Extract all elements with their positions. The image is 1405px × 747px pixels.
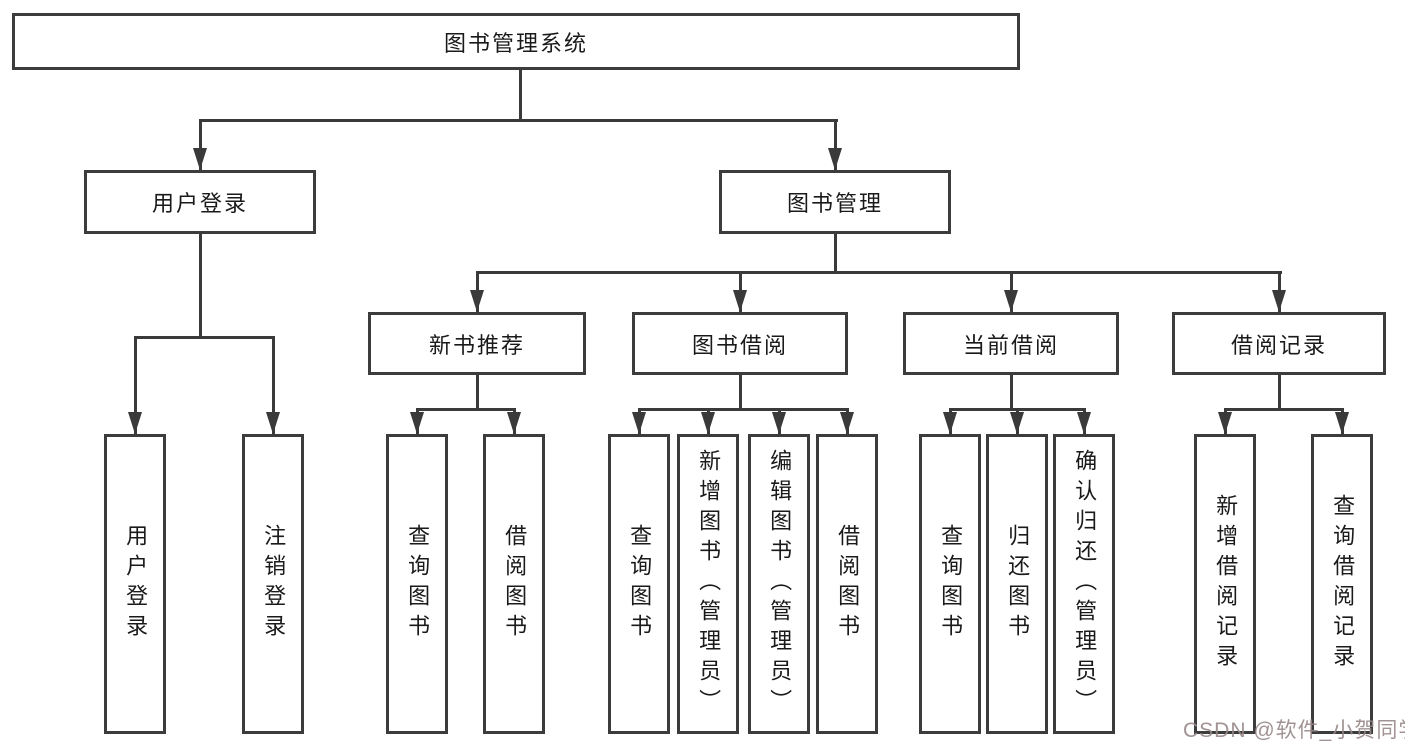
arrowhead-icon: [1218, 412, 1232, 434]
arrowhead-icon: [1010, 412, 1024, 434]
arrowhead-icon: [840, 412, 854, 434]
leaf-user-login-label: 用户登录: [123, 524, 149, 644]
leaf-query-books-recommend: 查询图书: [386, 434, 448, 734]
connector-line: [416, 408, 516, 411]
connector-line: [834, 234, 837, 274]
arrowhead-icon: [1335, 412, 1349, 434]
node-borrowing-records-label: 借阅记录: [1230, 332, 1327, 358]
arrowhead-icon: [733, 290, 747, 312]
arrowhead-icon: [193, 148, 207, 170]
node-root: 图书管理系统: [12, 13, 1020, 70]
node-book-borrowing-label: 图书借阅: [691, 332, 788, 358]
arrowhead-icon: [632, 412, 646, 434]
node-root-label: 图书管理系统: [443, 30, 588, 56]
leaf-logout-label: 注销登录: [261, 524, 287, 644]
connector-line: [739, 375, 742, 411]
connector-line: [199, 119, 838, 122]
arrowhead-icon: [828, 148, 842, 170]
arrowhead-icon: [507, 412, 521, 434]
leaf-logout: 注销登录: [242, 434, 304, 734]
arrowhead-icon: [470, 290, 484, 312]
connector-line: [476, 271, 1282, 274]
connector-line: [134, 336, 275, 339]
leaf-query-borrow-record-label: 查询借阅记录: [1330, 494, 1356, 674]
connector-line: [134, 336, 137, 434]
connector-line: [638, 408, 849, 411]
node-book-management: 图书管理: [719, 170, 951, 234]
leaf-query-books-borrow: 查询图书: [608, 434, 670, 734]
connector-line: [1224, 408, 1344, 411]
leaf-query-books-recommend-label: 查询图书: [405, 524, 431, 644]
arrowhead-icon: [1077, 412, 1091, 434]
leaf-add-book-admin: 新增图书（管理员）: [677, 434, 739, 734]
leaf-user-login: 用户登录: [104, 434, 166, 734]
leaf-return-books-label: 归还图书: [1005, 524, 1031, 644]
connector-line: [1010, 375, 1013, 411]
leaf-add-book-admin-label: 新增图书（管理员）: [696, 449, 722, 719]
leaf-add-borrow-record: 新增借阅记录: [1194, 434, 1256, 734]
leaf-add-borrow-record-label: 新增借阅记录: [1213, 494, 1239, 674]
arrowhead-icon: [943, 412, 957, 434]
arrowhead-icon: [1272, 290, 1286, 312]
node-book-management-label: 图书管理: [786, 191, 883, 216]
leaf-edit-book-admin-label: 编辑图书（管理员）: [767, 449, 793, 719]
leaf-borrow-books-label: 借阅图书: [835, 524, 861, 644]
node-user-login: 用户登录: [84, 170, 316, 234]
leaf-edit-book-admin: 编辑图书（管理员）: [748, 434, 810, 734]
leaf-query-borrow-record: 查询借阅记录: [1311, 434, 1373, 734]
arrowhead-icon: [701, 412, 715, 434]
arrowhead-icon: [1004, 290, 1018, 312]
leaf-confirm-return-admin-label: 确认归还（管理员）: [1072, 449, 1098, 719]
node-borrowing-records: 借阅记录: [1172, 312, 1386, 375]
leaf-borrow-books: 借阅图书: [816, 434, 878, 734]
leaf-query-books-borrow-label: 查询图书: [627, 524, 653, 644]
connector-line: [1278, 375, 1281, 411]
arrowhead-icon: [128, 412, 142, 434]
connector-line: [519, 70, 522, 119]
node-book-borrowing: 图书借阅: [632, 312, 848, 375]
node-new-book-recommend: 新书推荐: [368, 312, 586, 375]
leaf-return-books: 归还图书: [986, 434, 1048, 734]
node-user-login-label: 用户登录: [151, 191, 248, 216]
leaf-query-books-current: 查询图书: [919, 434, 981, 734]
node-new-book-recommend-label: 新书推荐: [428, 332, 525, 358]
watermark: CSDN @软件_小贺同学: [1183, 719, 1405, 742]
arrowhead-icon: [772, 412, 786, 434]
connector-line: [199, 234, 202, 339]
leaf-borrow-books-recommend: 借阅图书: [483, 434, 545, 734]
node-current-borrowing-label: 当前借阅: [962, 332, 1059, 358]
node-current-borrowing: 当前借阅: [903, 312, 1119, 375]
leaf-query-books-current-label: 查询图书: [938, 524, 964, 644]
leaf-confirm-return-admin: 确认归还（管理员）: [1053, 434, 1115, 734]
connector-line: [476, 375, 479, 411]
connector-line: [834, 119, 837, 170]
connector-line: [199, 119, 202, 170]
leaf-borrow-books-recommend-label: 借阅图书: [502, 524, 528, 644]
arrowhead-icon: [410, 412, 424, 434]
connector-line: [272, 336, 275, 434]
arrowhead-icon: [266, 412, 280, 434]
